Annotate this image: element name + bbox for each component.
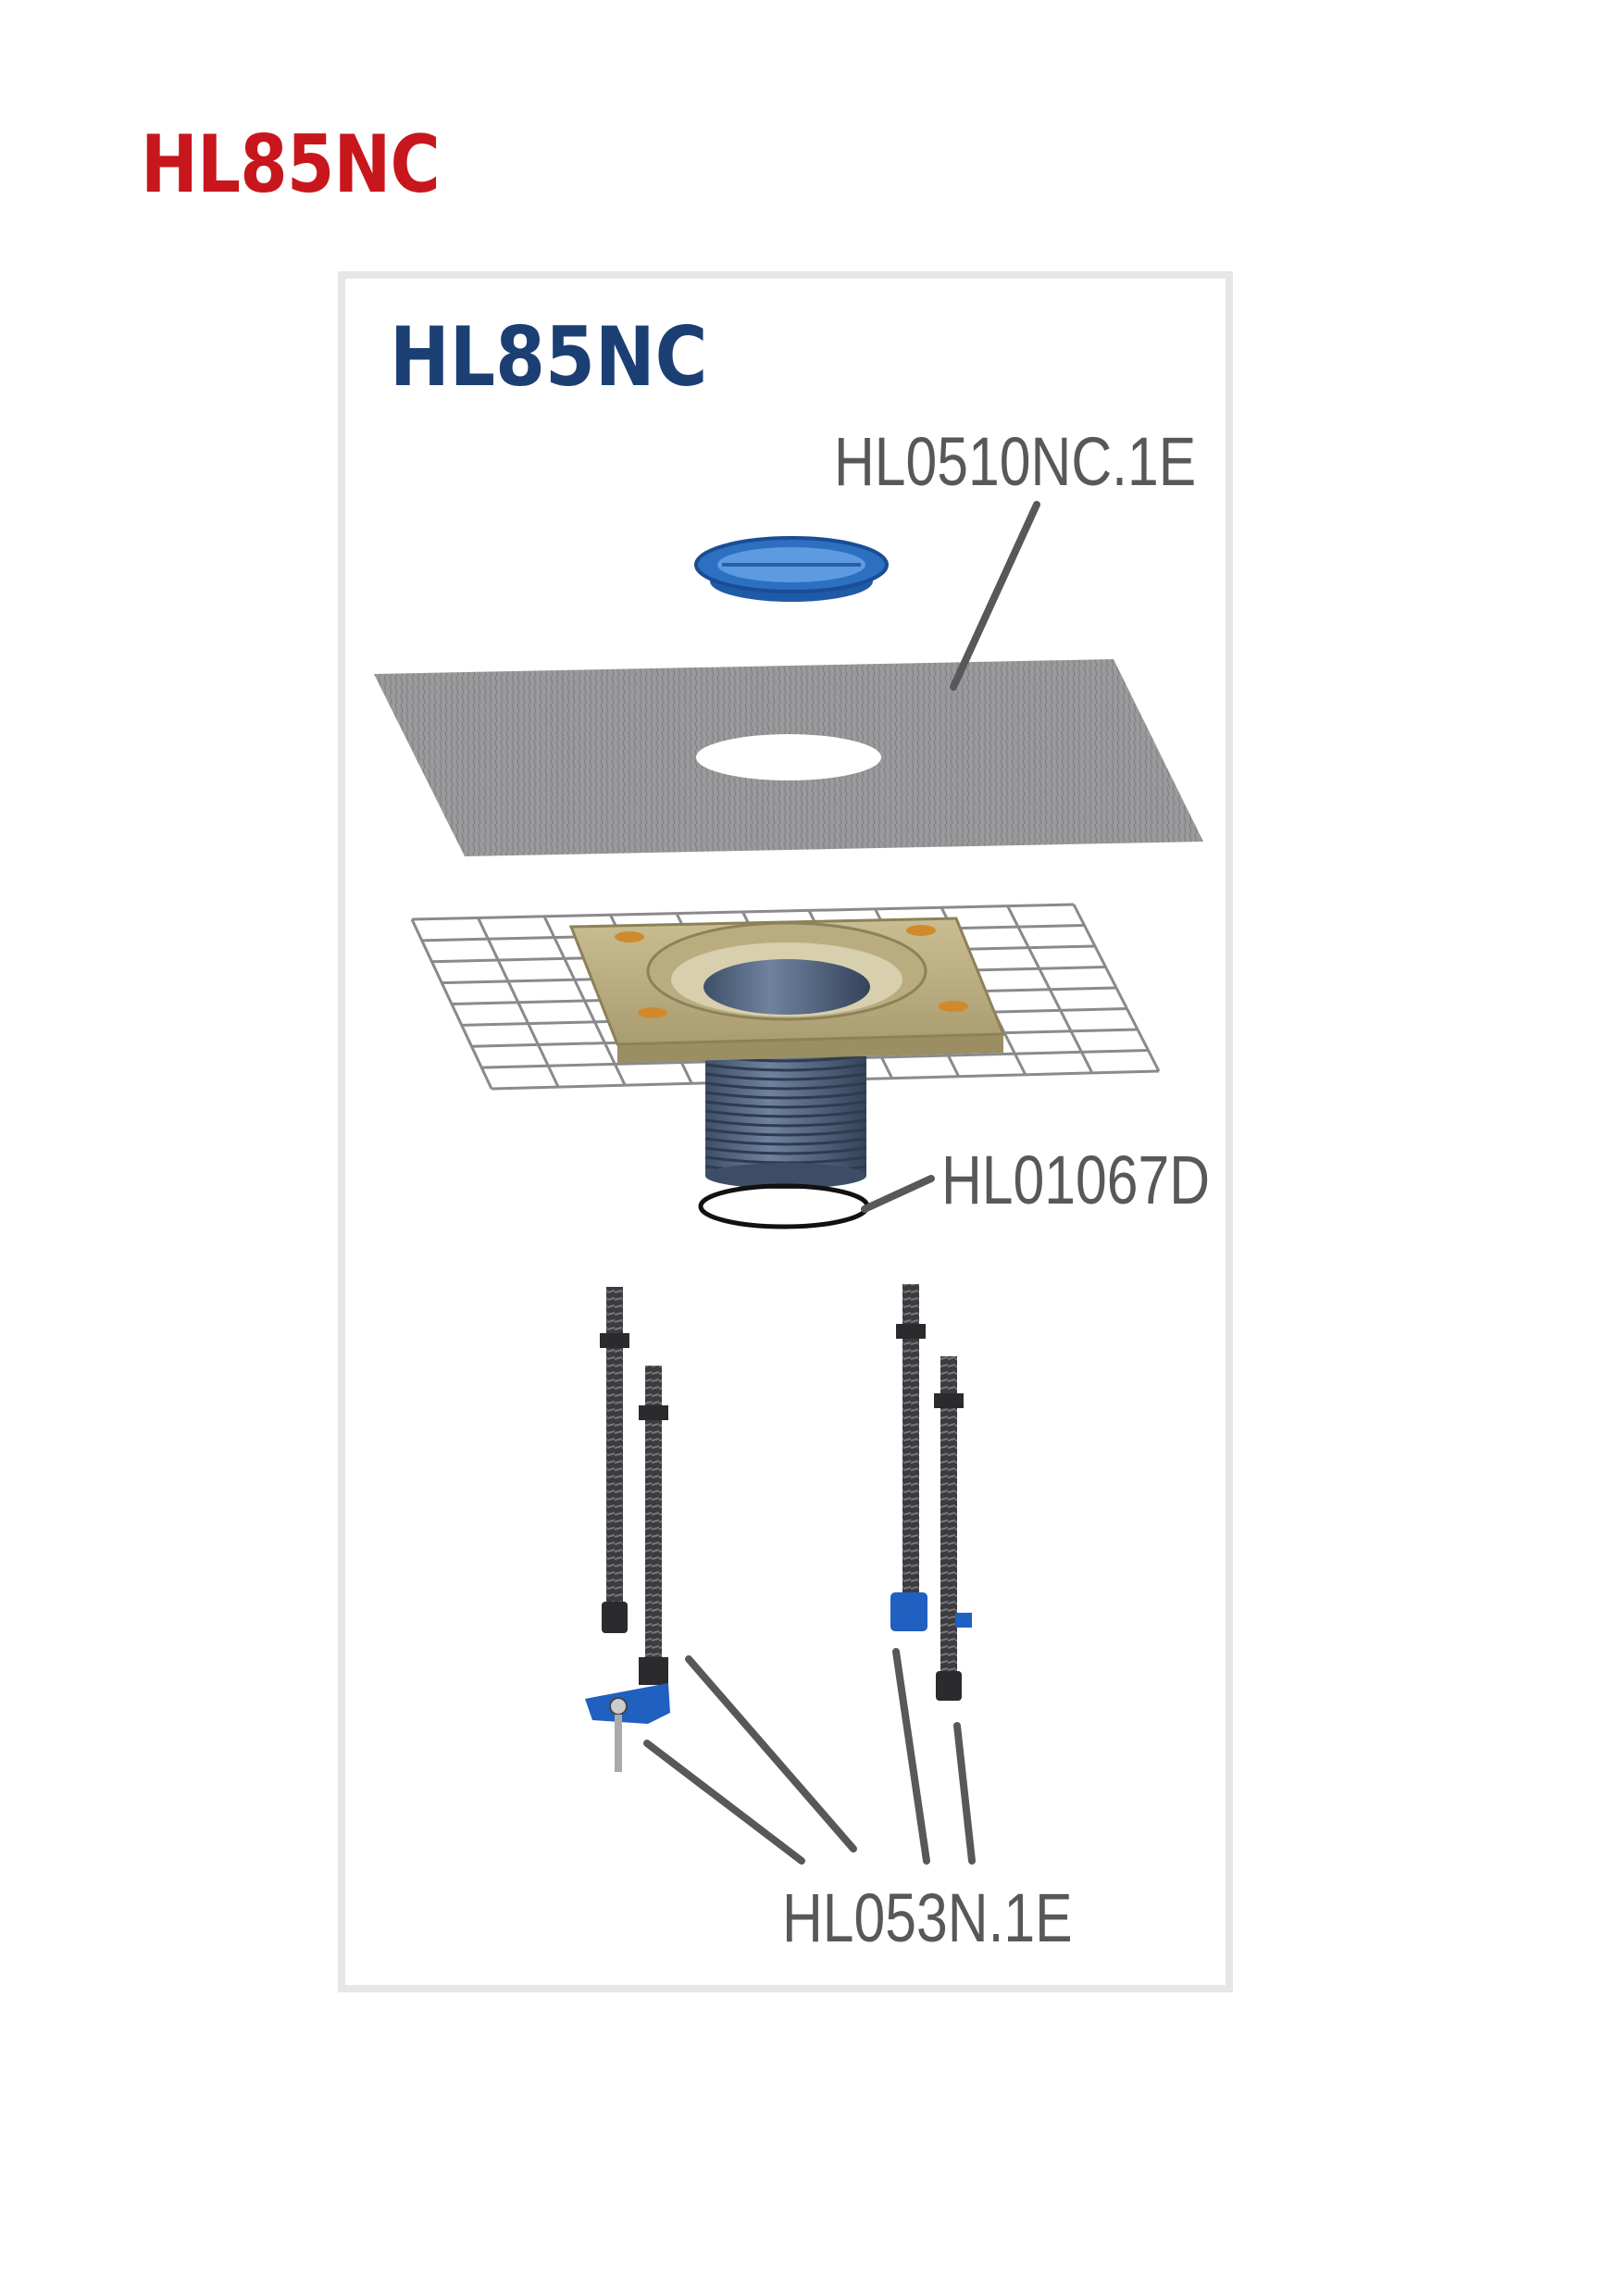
label-o-ring: HL01067D (941, 1142, 1210, 1218)
leveling-rods-part (585, 1284, 972, 1772)
membrane-part (374, 659, 1203, 856)
page-title: HL85NC (141, 119, 441, 211)
brass-flange-part (568, 917, 1006, 1063)
label-membrane: HL0510NC.1E (834, 424, 1196, 500)
leader-line-rods-1 (643, 1740, 805, 1865)
leader-line-o-ring (861, 1175, 935, 1213)
leader-line-membrane (950, 501, 1040, 691)
drain-cap-part (694, 536, 889, 602)
leader-line-rods-3 (892, 1648, 930, 1865)
leader-line-rods-2 (685, 1655, 857, 1853)
threaded-outlet-part (704, 1037, 867, 1189)
leader-line-rods-4 (953, 1722, 976, 1865)
label-rods: HL053N.1E (782, 1880, 1073, 1956)
diagram-title: HL85NC (390, 309, 708, 405)
